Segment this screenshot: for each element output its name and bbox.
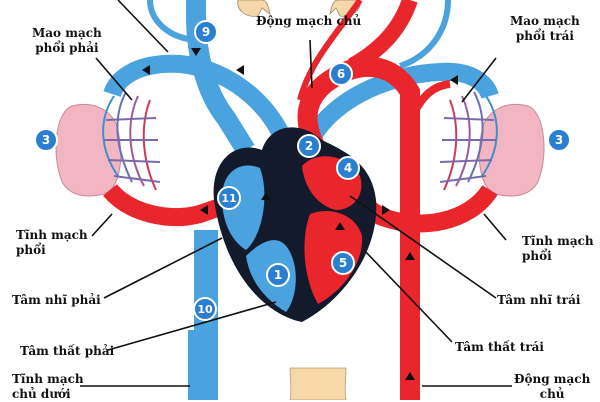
svg-text:4: 4 bbox=[344, 161, 352, 175]
label-right-ventricle: Tâm thất phải bbox=[20, 344, 115, 358]
marker-11: 11 bbox=[217, 186, 241, 210]
label-pulmonary-capillaries-right-line1: Mao mạch bbox=[32, 26, 102, 40]
label-aorta-top: Động mạch chủ bbox=[256, 14, 362, 28]
marker-10: 10 bbox=[193, 297, 217, 321]
leader-lines bbox=[80, 0, 512, 387]
left-lung-capillaries bbox=[439, 91, 498, 191]
label-pulmonary-capillaries-left-line2: phổi trái bbox=[515, 29, 574, 43]
svg-text:3: 3 bbox=[42, 133, 50, 147]
label-pulmonary-vein-right: Tĩnh mạch phổi bbox=[16, 228, 88, 258]
left-lung bbox=[478, 104, 545, 197]
marker-9: 9 bbox=[194, 20, 218, 44]
right-lung bbox=[55, 104, 122, 197]
label-aorta-bottom-line1: Động mạch bbox=[514, 372, 591, 386]
svg-text:6: 6 bbox=[337, 67, 345, 81]
label-aorta-bottom: Động mạch chủ bbox=[514, 372, 590, 402]
label-pulmonary-vein-right-line2: phổi bbox=[16, 243, 46, 257]
label-pulmonary-vein-right-line1: Tĩnh mạch bbox=[16, 228, 88, 242]
heart bbox=[213, 127, 377, 323]
svg-text:3: 3 bbox=[555, 133, 563, 147]
label-inferior-vena-cava: Tĩnh mạch chủ dưới bbox=[12, 372, 84, 402]
label-left-ventricle: Tâm thất trái bbox=[455, 340, 544, 354]
label-pulmonary-capillaries-left-line1: Mao mạch bbox=[510, 14, 580, 28]
label-inferior-vena-cava-line1: Tĩnh mạch bbox=[12, 372, 84, 386]
marker-6: 6 bbox=[329, 62, 353, 86]
svg-text:9: 9 bbox=[202, 25, 210, 39]
svg-text:11: 11 bbox=[221, 192, 236, 205]
marker-3-left: 3 bbox=[34, 128, 58, 152]
label-left-atrium: Tâm nhĩ trái bbox=[497, 293, 581, 307]
marker-3-right: 3 bbox=[547, 128, 571, 152]
marker-2: 2 bbox=[297, 134, 321, 158]
svg-text:2: 2 bbox=[305, 139, 313, 153]
label-pulmonary-vein-left: Tĩnh mạch phổi bbox=[522, 234, 594, 264]
label-pulmonary-capillaries-right: Mao mạch phổi phải bbox=[32, 26, 102, 56]
label-inferior-vena-cava-line2: chủ dưới bbox=[12, 387, 71, 401]
label-pulmonary-capillaries-left: Mao mạch phổi trái bbox=[510, 14, 580, 44]
marker-5: 5 bbox=[331, 251, 355, 275]
marker-1: 1 bbox=[266, 263, 290, 287]
marker-4: 4 bbox=[336, 156, 360, 180]
right-lung-capillaries bbox=[102, 91, 161, 191]
label-pulmonary-vein-left-line2: phổi bbox=[522, 249, 552, 263]
label-right-atrium: Tâm nhĩ phải bbox=[12, 293, 101, 307]
label-aorta-bottom-line2: chủ bbox=[539, 387, 565, 401]
label-pulmonary-capillaries-right-line2: phổi phải bbox=[35, 41, 99, 55]
label-pulmonary-vein-left-line1: Tĩnh mạch bbox=[522, 234, 594, 248]
svg-text:5: 5 bbox=[339, 256, 347, 270]
svg-text:1: 1 bbox=[274, 268, 282, 282]
lower-body-illustration bbox=[289, 367, 347, 400]
svg-text:10: 10 bbox=[197, 303, 213, 316]
